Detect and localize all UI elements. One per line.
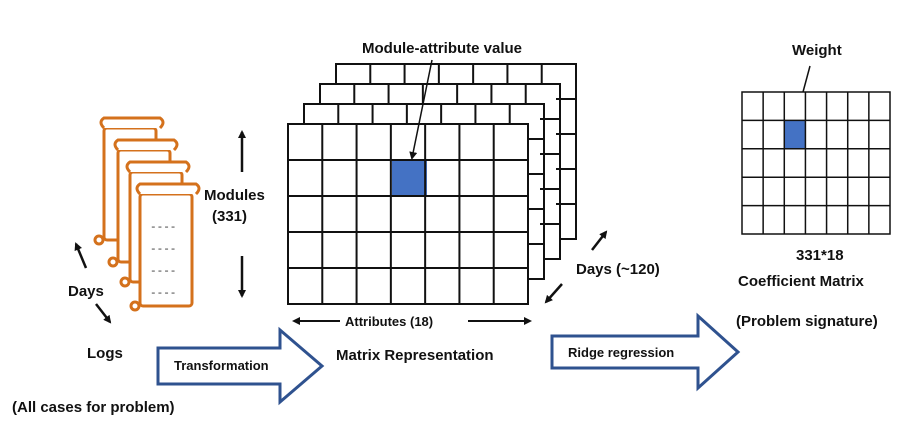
module-attribute-value-label: Module-attribute value [362,40,522,57]
modules-label: Modules [204,187,265,204]
log-scroll-front: ---- ---- ---- ---- [129,182,201,312]
logs-label: Logs [87,345,123,362]
attributes-label: Attributes (18) [345,314,433,329]
transformation-arrow: Transformation [156,326,325,406]
log-entry: ---- [150,244,176,256]
log-scrolls: ---- ---- ---- ---- [93,116,201,312]
days-depth-up-arrow [591,230,608,251]
matrix-stack [287,63,577,305]
days-depth-down-arrow [544,283,563,304]
coefficient-matrix [741,91,891,235]
coefficient-matrix-label: Coefficient Matrix [738,273,865,290]
log-entry: ---- [150,266,176,278]
modules-count: (331) [212,208,247,225]
matrix-representation-label: Matrix Representation [336,347,494,364]
weight-label: Weight [792,42,842,59]
all-cases-label: (All cases for problem) [12,399,175,416]
module-attribute-pointer [409,59,433,160]
problem-signature-label: (Problem signature) [736,313,878,330]
weight-cell [785,121,806,149]
ridge-regression-arrow: Ridge regression [550,312,741,392]
days-up-arrow [74,242,88,269]
front-matrix [287,123,529,305]
dims-label: 331*18 [796,247,844,264]
module-attribute-cell [392,161,427,197]
ridge-regression-label: Ridge regression [568,345,674,360]
days-label-right: Days (~120) [576,261,660,278]
front-grid-lines [288,124,528,304]
days-label-left: Days [68,283,104,300]
log-entry: ---- [150,288,176,300]
days-down-arrow [95,303,112,324]
log-entry: ---- [150,222,176,234]
coefficient-grid-lines [742,92,890,234]
transformation-label: Transformation [174,358,269,373]
